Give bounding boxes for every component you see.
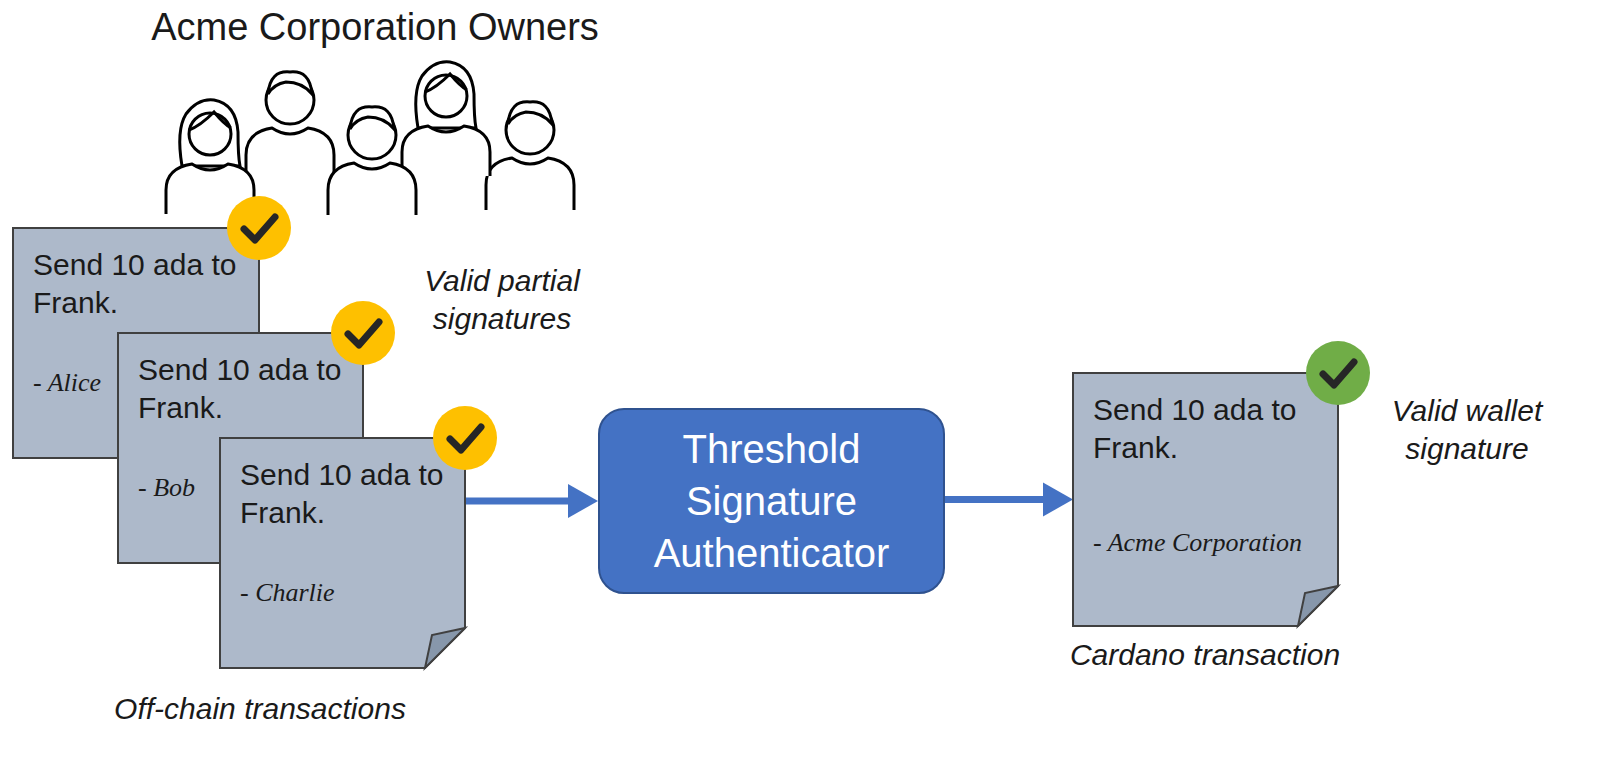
- check-mark: [1323, 362, 1354, 385]
- check-mark: [244, 217, 275, 240]
- note-fold: [1298, 586, 1338, 626]
- badge-circle: [1306, 341, 1370, 405]
- arrow-head: [1043, 483, 1073, 517]
- check-badge: [432, 405, 498, 471]
- diagram-title: Acme Corporation Owners: [60, 6, 690, 49]
- badge-circle: [331, 301, 395, 365]
- check-badge: [1305, 340, 1371, 406]
- annotation-label: Cardano transaction: [1020, 636, 1390, 674]
- process-box: Threshold Signature Authenticator: [598, 408, 945, 594]
- note-text: Send 10 ada to Frank.: [220, 438, 465, 531]
- annotation-label: Valid partial signatures: [392, 262, 612, 337]
- check-badge: [226, 195, 292, 261]
- check-mark: [348, 322, 379, 345]
- note-card: Send 10 ada to Frank. - Acme Corporation: [1073, 373, 1338, 626]
- arrow-shaft: [945, 496, 1043, 503]
- note-fold: [425, 628, 465, 668]
- note-card: Send 10 ada to Frank. - Charlie: [220, 438, 465, 668]
- annotation-label: Off-chain transactions: [60, 690, 460, 728]
- annotation-label: Valid wallet signature: [1362, 392, 1572, 467]
- badge-circle: [227, 196, 291, 260]
- check-badge: [330, 300, 396, 366]
- signature: - Bob: [138, 473, 195, 503]
- box-label: Threshold Signature Authenticator: [622, 423, 921, 579]
- note-text: Send 10 ada to Frank.: [118, 333, 363, 426]
- note-body: [220, 438, 465, 668]
- badge-circle: [433, 406, 497, 470]
- note-text: Send 10 ada to Frank.: [13, 228, 259, 321]
- note-text: Send 10 ada to Frank.: [1073, 373, 1338, 466]
- arrow-shaft: [465, 498, 568, 505]
- arrow-head: [568, 484, 598, 518]
- signature: - Charlie: [240, 578, 335, 608]
- check-mark: [450, 427, 481, 450]
- signature: - Acme Corporation: [1093, 528, 1302, 558]
- flow-arrow: [465, 484, 598, 518]
- note-body: [1073, 373, 1338, 626]
- flow-arrow: [945, 483, 1073, 517]
- signature: - Alice: [33, 368, 101, 398]
